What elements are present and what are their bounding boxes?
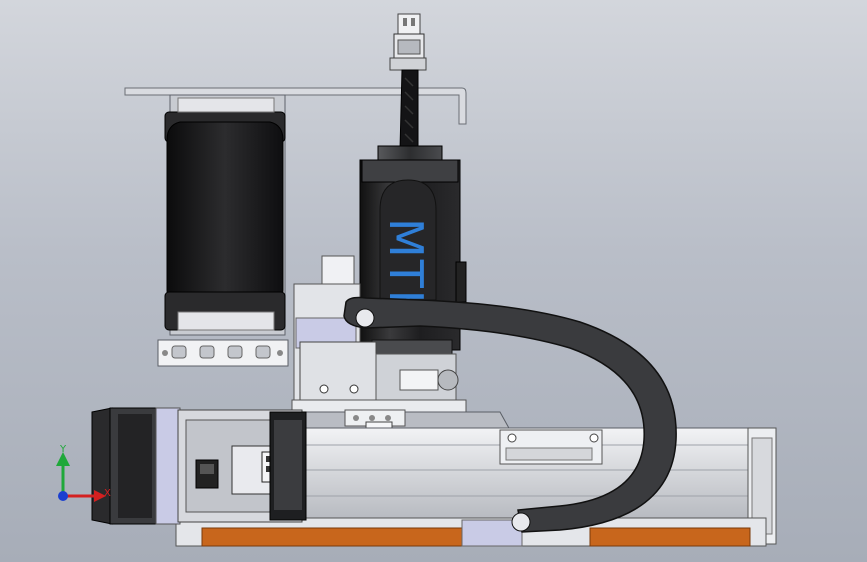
- base-plate[interactable]: [175, 517, 767, 547]
- linear-rail-body[interactable]: [299, 427, 751, 519]
- cable-connector[interactable]: [389, 13, 427, 71]
- vertical-servo-motor[interactable]: MTK: [359, 145, 467, 363]
- y-axis-label: Y: [59, 444, 67, 455]
- coordinate-triad: Y X: [56, 444, 111, 502]
- x-axis-label: X: [104, 488, 111, 499]
- roller-drum[interactable]: [164, 94, 286, 336]
- motor-cable[interactable]: [399, 69, 419, 151]
- aluminum-profile[interactable]: [157, 339, 289, 367]
- mounting-bracket[interactable]: [291, 255, 467, 413]
- cable-drag-chain[interactable]: [343, 296, 677, 533]
- encoder-connector[interactable]: [195, 411, 307, 521]
- top-bracket-arm[interactable]: [124, 87, 467, 125]
